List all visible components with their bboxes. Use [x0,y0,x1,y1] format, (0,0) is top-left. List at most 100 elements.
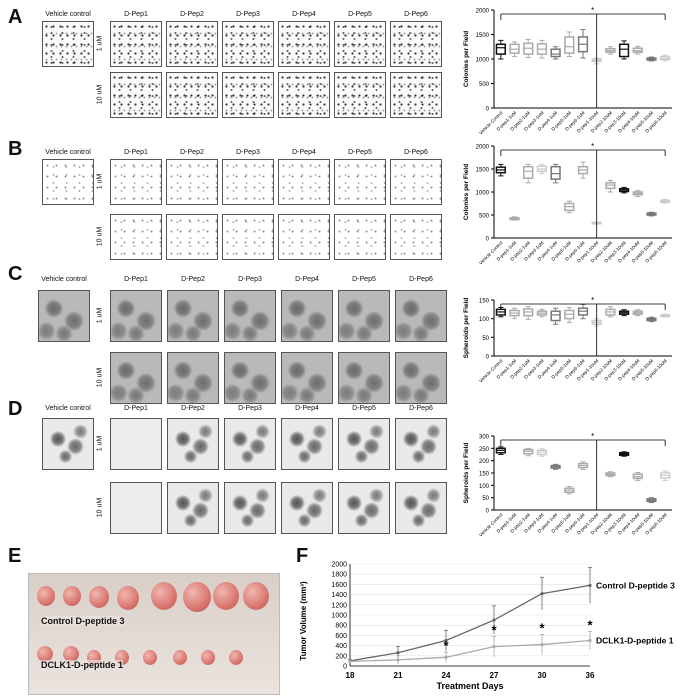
image-a-10um-3 [222,72,274,118]
data-point [588,638,592,643]
y-tick-label: 2000 [476,9,490,15]
panel-c-label: C [8,263,23,285]
y-tick-label: 1000 [476,191,490,197]
significance-star: * [591,6,594,15]
box [550,48,561,58]
control-tumor [151,582,177,610]
y-tick-label: 150 [479,299,490,305]
image-d-10um-3 [224,482,276,534]
y-tick-label: 400 [335,643,347,650]
treated-tumor [201,650,215,665]
y-axis-title: Spheroids per Field [463,443,470,504]
significance-star: * [443,638,449,653]
peptide-header-b-3: D-Pep3 [236,149,260,156]
series-line [349,584,591,662]
y-tick-label: 100 [479,484,490,490]
y-axis-title: Spheroids per Field [463,298,470,359]
y-tick-label: 1200 [331,602,347,609]
image-c-1um-1 [110,290,162,342]
x-tick-label: 21 [394,671,403,680]
treated-tumor [229,650,243,665]
y-tick-label: 50 [482,336,489,342]
peptide-header-d-2: D-Pep2 [181,405,205,412]
image-b-1um-3 [222,159,274,205]
y-tick-label: 50 [482,496,489,502]
control-tumor [183,582,211,612]
image-b-10um-6 [390,214,442,260]
panel-e-label: E [8,545,22,567]
y-axis-title: Colonies per Field [463,31,470,87]
image-d-1um-2 [167,418,219,470]
treated-tumor [173,650,187,665]
y-tick-label: 1800 [331,572,347,579]
image-b-10um-3 [222,214,274,260]
y-tick-label: 200 [335,653,347,660]
control-peptide-label: Control D-peptide 3 [41,616,125,626]
peptide-header-d-5: D-Pep5 [352,405,376,412]
image-b-1um-5 [334,159,386,205]
y-tick-label: 0 [486,509,490,515]
panel-b-label: B [8,138,23,160]
peptide-header-c-5: D-Pep5 [352,276,376,283]
y-tick-label: 1500 [476,168,490,174]
tumor-photo: Control D-peptide 3 DCLK1-D-peptide 1 [28,573,280,695]
peptide-header-c-1: D-Pep1 [124,276,148,283]
image-c-10um-3 [224,352,276,404]
image-c-10um-5 [338,352,390,404]
panel-d-label: D [8,398,23,420]
y-tick-label: 1400 [331,592,347,599]
image-d-10um-4 [281,482,333,534]
peptide-header-d-4: D-Pep4 [295,405,319,412]
image-a-1um-2 [166,21,218,67]
data-point [444,655,448,659]
image-d-10um-6 [395,482,447,534]
data-point [396,651,400,655]
significance-star: * [491,622,497,637]
data-point [396,658,400,662]
series-label: DCLK1-D-peptide 1 [596,636,674,646]
image-a-10um-4 [278,72,330,118]
y-tick-label: 600 [335,633,347,640]
y-tick-label: 1000 [331,613,347,620]
image-b-1um-6 [390,159,442,205]
conc-10-label-b: 10 uM [96,226,104,247]
y-tick-label: 200 [479,459,490,465]
peptide-header-d-1: D-Pep1 [124,405,148,412]
data-point [540,591,544,596]
image-a-1um-4 [278,21,330,67]
box [564,36,575,54]
image-b-10um-5 [334,214,386,260]
significance-star: * [591,296,594,305]
image-d-1um-6 [395,418,447,470]
image-a-1um-6 [390,21,442,67]
treated-tumor [63,646,79,662]
control-tumor [213,582,239,610]
y-tick-label: 1500 [476,33,490,39]
peptide-header-b-2: D-Pep2 [180,149,204,156]
significance-star: * [539,620,545,635]
conc-10-label-a: 10 uM [96,84,104,105]
vehicle-control-image-a [42,21,94,67]
y-tick-label: 500 [479,82,490,88]
series-line [349,639,591,663]
y-tick-label: 0 [486,237,490,243]
treated-peptide-label: DCLK1-D-peptide 1 [41,660,124,670]
peptide-header-c-4: D-Pep4 [295,276,319,283]
image-a-10um-1 [110,72,162,118]
y-tick-label: 100 [479,317,490,323]
y-tick-label: 300 [479,435,490,441]
peptide-header-a-5: D-Pep5 [348,11,372,18]
x-axis-title: Treatment Days [436,681,503,691]
box [523,165,534,179]
control-tumor [89,586,109,608]
panel-f-label: F [296,545,309,567]
image-b-1um-1 [110,159,162,205]
image-c-1um-3 [224,290,276,342]
peptide-header-c-2: D-Pep2 [181,276,205,283]
image-a-1um-5 [334,21,386,67]
data-point [492,618,496,622]
